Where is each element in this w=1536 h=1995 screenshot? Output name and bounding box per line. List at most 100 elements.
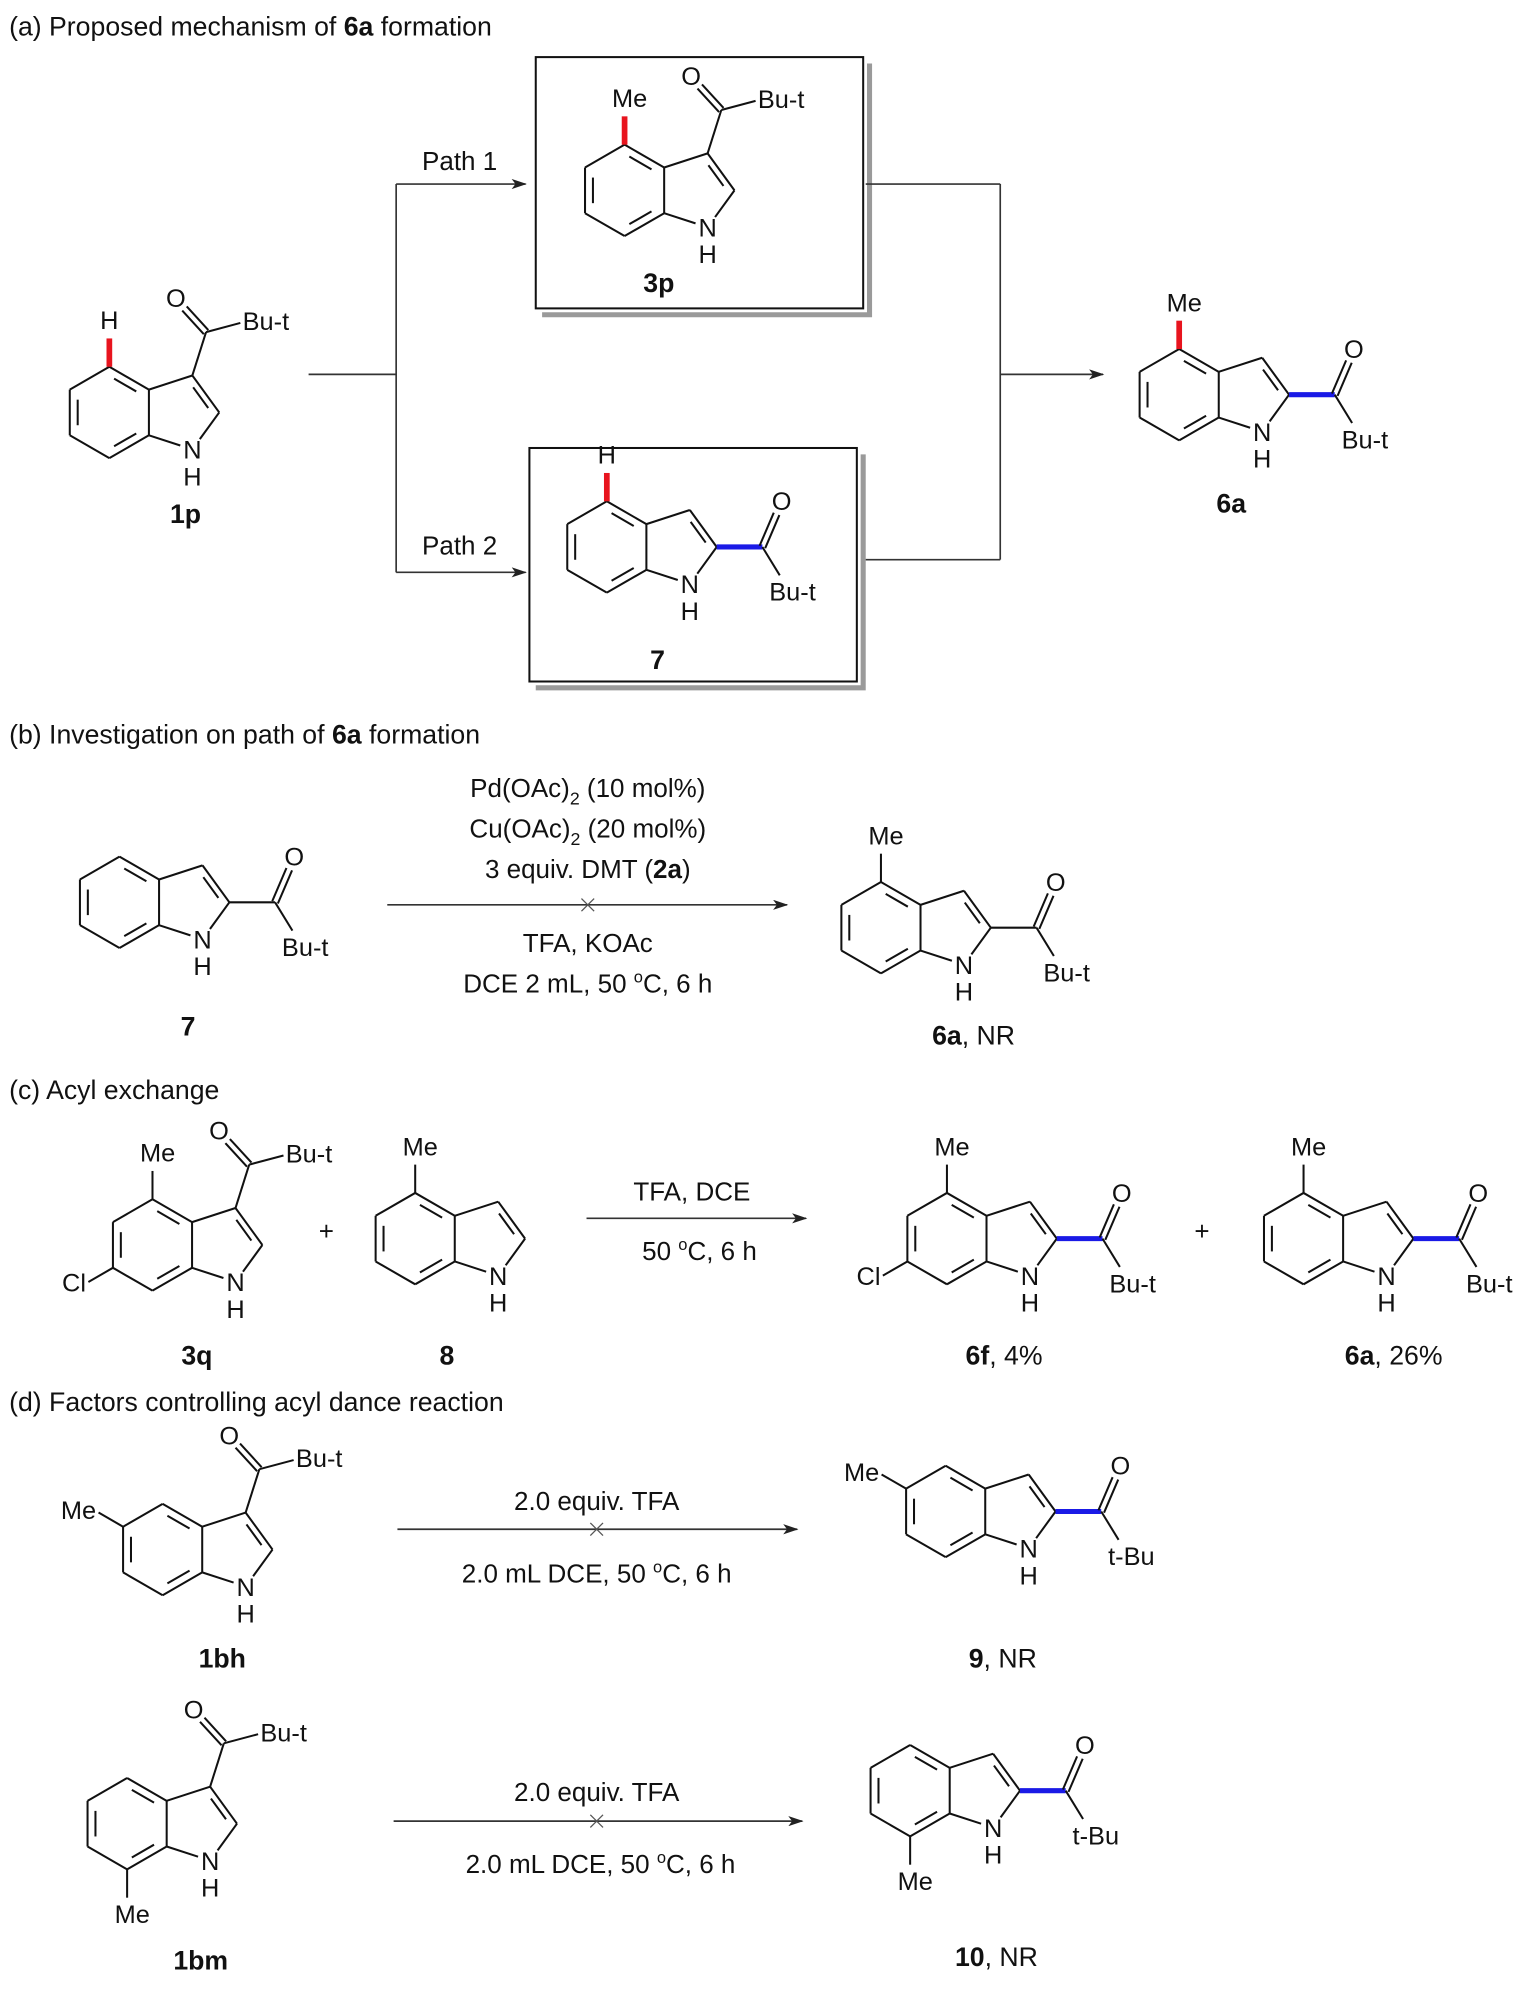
carbonyl-double-bond [224,1142,248,1168]
bond [1303,1260,1344,1286]
no-reaction-cross-d2 [589,1814,604,1828]
bond [663,212,696,225]
bond [209,901,231,930]
nitrogen-label: N [984,1815,1002,1843]
bond [151,1266,193,1292]
bond [646,509,691,526]
carbonyl-double-bond [1067,1758,1084,1793]
tert-butyl-label: Bu-t [1342,426,1389,454]
bond [375,1192,416,1217]
bond [999,1790,1021,1818]
nh-hydrogen-label: H [984,1842,1002,1870]
double-bond-inner-line [156,1210,180,1225]
bond [566,500,608,526]
oxygen-label: O [184,1696,204,1724]
bond [108,434,150,460]
bond [566,568,608,594]
carbonyl-double-bond [271,867,288,902]
methyl-label: Me [115,1901,150,1929]
double-bond-inner-line [498,1212,515,1235]
double-bond-inner-line [1386,1212,1404,1235]
tert-butyl-label: Bu-t [260,1719,307,1747]
methyl-label: Me [403,1133,438,1161]
plus-sign: + [319,1216,334,1246]
carbonyl-double-bond [1098,1203,1115,1238]
carbonyl-double-bond [764,514,781,549]
section-c-heading: (c) Acyl exchange [9,1075,219,1105]
bond [945,1533,986,1559]
carbonyl-double-bond [1331,359,1348,394]
tert-butyl-label: t-Bu [1073,1822,1120,1850]
bond [1333,394,1353,424]
bond [122,1502,164,1528]
bond [234,1164,251,1209]
box-3p [534,56,873,318]
section-d-heading: (d) Factors controlling acyl dance react… [9,1387,504,1417]
condition-acid-solvent: TFA, DCE [633,1177,750,1207]
nh-hydrogen-label: H [1253,446,1271,474]
bond [209,1786,238,1825]
carbonyl-double-bond [1103,1479,1120,1514]
double-bond-inner-line [123,922,147,938]
bond [624,143,665,169]
carbonyl-double-bond [1032,892,1049,927]
double-bond-inner-line [192,386,210,409]
bond [122,1571,164,1597]
bond [504,1238,526,1266]
double-bond-inner-line [1183,359,1207,375]
bond [920,889,965,906]
bond [454,1260,487,1273]
bond [201,1571,234,1584]
condition-reagent: 3 equiv. DMT (2a) [485,854,691,884]
methyl-label: Me [612,85,647,113]
bond [761,546,781,576]
bond [624,212,665,237]
bond [87,1266,114,1283]
carbonyl-double-bond [276,870,293,904]
bond [689,509,718,548]
nitrogen-label: N [1020,1536,1038,1564]
bond [118,924,160,949]
bond [870,1812,911,1838]
bond [191,374,221,414]
oxygen-label: O [772,488,792,516]
bond [1029,1201,1058,1240]
no-reaction-cross-d1 [589,1522,604,1537]
nitrogen-label: N [193,927,211,955]
nh-hydrogen-label: H [236,1600,254,1628]
compound-label: 6a, NR [932,1020,1015,1050]
bond [191,331,208,376]
double-bond-inner-line [131,1788,155,1804]
nitrogen-label: N [1377,1263,1395,1291]
bond [646,568,679,581]
double-bond-inner-line [419,1258,443,1274]
methyl-label: Me [844,1459,879,1487]
bond [126,1777,168,1802]
compound-label: 3q [181,1340,212,1370]
bond [963,890,992,929]
condition-catalyst: Pd(OAc)2 (10 mol%) [470,773,705,809]
condition-acid: 2.0 equiv. TFA [514,1777,680,1807]
nh-hydrogen-label: H [1021,1290,1039,1318]
double-bond-inner-line [885,947,909,963]
bond [151,1198,193,1224]
box-7 [528,446,866,691]
bond [148,374,193,391]
bond [663,152,708,169]
bond [881,1473,907,1490]
nitrogen-label: N [489,1263,507,1291]
bond [906,1260,948,1286]
bond [1036,1238,1058,1266]
bond [1139,348,1180,373]
bond [158,924,191,937]
double-bond-inner-line [1029,1212,1047,1235]
bond [1303,1192,1344,1217]
methyl-label: Me [934,1133,969,1161]
tert-butyl-label: Bu-t [1109,1270,1156,1298]
